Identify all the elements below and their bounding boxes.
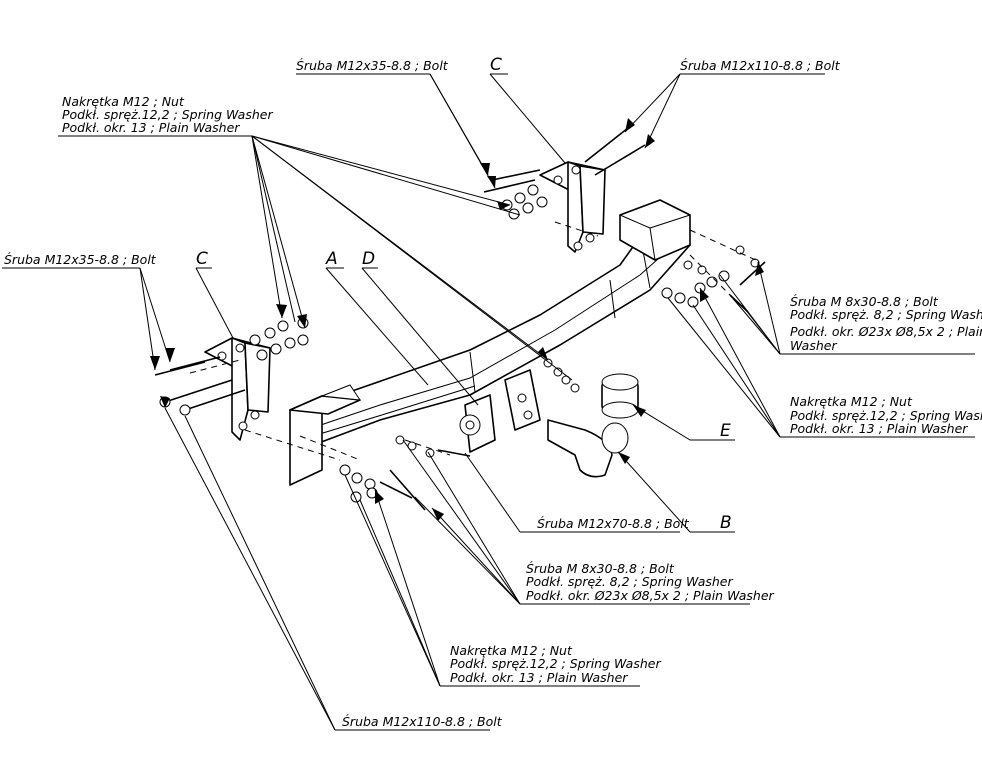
label-d: D [362,249,375,269]
label-bottom-plain-washer: Podkł. okr. 13 ; Plain Washer [450,670,628,685]
label-b: B [720,513,732,533]
label-right-washer-word: Washer [790,338,837,353]
arrow-heads [150,118,764,521]
label-right-bolt-m8: Śruba M 8x30-8.8 ; Bolt [790,294,939,309]
bracket-top [539,161,606,253]
label-right-plain-washer: Podkł. okr. 13 ; Plain Washer [790,421,968,436]
label-top-bolt-m12x110: Śruba M12x110-8.8 ; Bolt [680,58,841,73]
label-a: A [325,249,338,269]
labels: C C A D E B Śruba M12x35-8.8 ; Bolt Śrub… [4,55,982,729]
label-c-left: C [196,249,208,269]
label-bolt-m12x70: Śruba M12x70-8.8 ; Bolt [537,516,690,531]
tow-ball [547,373,639,478]
label-bottom-bolt-m12x110: Śruba M12x110-8.8 ; Bolt [342,714,503,729]
label-c-top: C [490,55,502,75]
label-e: E [720,421,731,441]
label-bottom-bolt-m8: Śruba M 8x30-8.8 ; Bolt [526,561,675,576]
label-top-bolt-m12x35: Śruba M12x35-8.8 ; Bolt [296,58,449,73]
label-bottom-nut: Nakrętka M12 ; Nut [450,643,573,658]
bracket-left [204,337,271,441]
label-left-bolt-m12x35: Śruba M12x35-8.8 ; Bolt [4,252,157,267]
label-bottom-plain-washer-23: Podkł. okr. Ø23x Ø8,5x 2 ; Plain Washer [526,588,775,603]
label-top-nut: Nakrętka M12 ; Nut [62,94,185,109]
label-top-plain-washer: Podkł. okr. 13 ; Plain Washer [62,120,240,135]
label-right-nut: Nakrętka M12 ; Nut [790,394,913,409]
label-right-plain-washer-23: Podkł. okr. Ø23x Ø8,5x 2 ; Plain [790,324,982,339]
label-bottom-spring-washer-8: Podkł. spręż. 8,2 ; Spring Washer [526,574,733,589]
label-right-spring-washer-8: Podkł. spręż. 8,2 ; Spring Washer [790,307,982,322]
hardware [154,127,766,511]
label-bottom-spring-washer: Podkł. spręż.12,2 ; Spring Washer [450,656,661,671]
mount-plate [459,369,541,453]
crossbar [289,199,691,486]
label-right-spring-washer: Podkł. spręż.12,2 ; Spring Washer [790,408,982,423]
label-top-spring-washer: Podkł. spręż.12,2 ; Spring Washer [62,107,273,122]
